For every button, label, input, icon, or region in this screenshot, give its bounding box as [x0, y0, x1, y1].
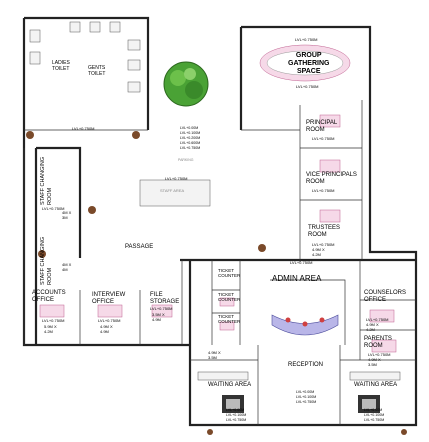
level-center-1: LVL+0.00M	[180, 126, 199, 130]
level-center-5: LVL+0.750M	[180, 146, 201, 150]
gathering-table	[259, 44, 351, 82]
level-center-4: LVL+0.600M	[180, 141, 201, 145]
level-wait-left-c: LVL+0.750M	[226, 418, 247, 422]
interview-office-label: INTERVIEW OFFICE	[92, 292, 126, 305]
dim-staff: 4M X 3M	[62, 210, 72, 220]
staff-changing-label-1: STAFF CHANGING ROOM	[40, 156, 53, 205]
ladies-toilet-label: LADIES TOILET	[52, 60, 70, 72]
outer-walls	[22, 16, 418, 427]
ticket-counter-label-1: TICKET COUNTER	[218, 268, 241, 278]
level-left: LVL+0.750M	[42, 206, 65, 211]
parents-room-label: PARENTS ROOM	[364, 336, 392, 349]
level-trustees: LVL+0.750M	[312, 242, 335, 247]
level-parents: LVL+0.750M	[368, 352, 391, 357]
level-gathering: LVL+0.750M	[296, 84, 319, 89]
dim-ticket: 4.9M X 3.5M	[208, 350, 221, 360]
parking-label: PARKING	[178, 158, 194, 162]
reception-label: RECEPTION	[288, 362, 324, 368]
plant-symbols	[26, 131, 407, 435]
admin-area-label: ADMIN AREA	[272, 274, 322, 283]
dim-file: 3.5M X 4.9M	[152, 312, 165, 322]
level-wait-right-a: LVL+0.00M	[364, 408, 383, 412]
level-reception-b: LVL+0.100M	[296, 395, 317, 399]
waiting-seats	[197, 371, 401, 413]
level-wait-left-b: LVL+0.100M	[226, 413, 247, 417]
level-file: LVL+0.750M	[150, 306, 173, 311]
level-staff-area: LVL+0.750M	[165, 176, 188, 181]
level-wait-left-a: LVL+0.00M	[226, 408, 245, 412]
dim-trustees: 4.9M X 4.2M	[312, 247, 325, 257]
level-wait-right-b: LVL+0.100M	[364, 413, 385, 417]
staff-area-label: STAFF AREA	[160, 188, 185, 193]
staff-changing-label-2: STAFF CHANGING ROOM	[40, 236, 53, 285]
counselors-office-label: COUNSELORS OFFICE	[364, 290, 407, 303]
level-wait-right-c: LVL+0.750M	[364, 418, 385, 422]
ticket-counter-label-2: TICKET COUNTER	[218, 292, 241, 302]
toilet-fixtures	[29, 21, 141, 93]
tree-symbol	[163, 61, 209, 107]
level-counselors: LVL+0.750M	[366, 317, 389, 322]
level-accounts: LVL+0.750M	[42, 318, 65, 323]
level-principal: LVL+0.750M	[312, 136, 335, 141]
vice-principals-label: VICE PRINCIPALS ROOM	[306, 172, 357, 185]
level-center-2: LVL+0.100M	[180, 131, 201, 135]
principal-room-label: PRINCIPAL ROOM	[306, 120, 338, 133]
trustees-room-label: TRUSTEES ROOM	[308, 225, 341, 238]
dim-staff-2: 4M X 4M	[62, 262, 72, 272]
level-admin-right: LVL+0.750M	[290, 260, 313, 265]
level-top-right: LVL+0.750M	[295, 37, 318, 42]
group-gathering-label: GROUP GATHERING SPACE	[288, 52, 330, 75]
passage-label: PASSAGE	[125, 244, 154, 250]
level-reception-c: LVL+0.750M	[296, 400, 317, 404]
accounts-office-label: ACCOUNTS OFFICE	[32, 290, 66, 303]
level-center-3: LVL+0.200M	[180, 136, 201, 140]
file-storage-label: FILE STORAGE	[150, 292, 180, 305]
level-vice: LVL+0.750M	[312, 188, 335, 193]
level-toilets: LVL+0.750M	[72, 126, 95, 131]
waiting-area-label-right: WAITING AREA	[354, 382, 398, 388]
level-reception-a: LVL+0.00M	[296, 390, 315, 394]
dim-counselors: 4.9M X 4.2M	[366, 322, 379, 332]
dim-interview: 4.9M X 4.9M	[100, 324, 113, 334]
gents-toilet-label: GENTS TOILET	[88, 65, 106, 77]
staff-area-table	[139, 179, 211, 207]
admin-desk	[271, 314, 339, 336]
waiting-area-label-left: WAITING AREA	[208, 382, 252, 388]
office-desks	[39, 114, 397, 353]
level-interview: LVL+0.750M	[98, 318, 121, 323]
ticket-counter-label-3: TICKET COUNTER	[218, 314, 241, 324]
dim-accounts: 5.9M X 4.2M	[44, 324, 57, 334]
dim-parents: 4.9M X 3.5M	[368, 357, 381, 367]
